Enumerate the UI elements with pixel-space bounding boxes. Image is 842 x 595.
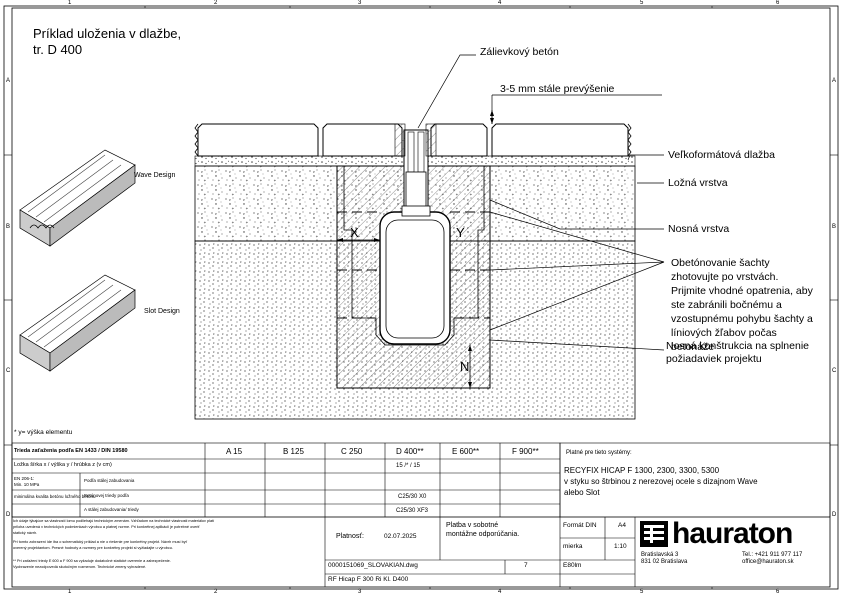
platnost-label: Platnosť:	[336, 533, 364, 540]
table-left-c: minimálna kvalita betónu ložného betónu	[14, 494, 96, 499]
grid-col-4: 4	[498, 0, 502, 6]
disclaimer-line: Pri tomto zobrazení ide iba o schematick…	[13, 540, 188, 544]
table-vyska-label: Ložka šírka x / výška y / hrúbka z (v cm…	[14, 462, 112, 468]
konstrukcia-line: požiadaviek projektu	[666, 353, 762, 365]
wave-design-thumbnail	[19, 149, 136, 247]
obetonovanie-line: zhotovujte po vrstvách.	[671, 271, 779, 283]
mierka-value: 1:10	[614, 543, 627, 550]
grid-col-5-bottom: 5	[640, 589, 644, 595]
dimension-y: Y	[456, 225, 465, 240]
page-number: 7	[524, 562, 528, 569]
class-a15: A 15	[226, 447, 243, 456]
format-label: Formát DIN	[563, 522, 597, 529]
title-line-2: tr. D 400	[33, 42, 83, 57]
grid-row-d: D	[6, 512, 11, 518]
product-code: RF Hicap F 300 Ri Kl. D400	[328, 576, 409, 583]
obetonovanie-line: líniových žľabov počas	[671, 327, 777, 339]
disclaimer-line: Vyobrazenie nezodpovedá skutočným rozmer…	[13, 565, 147, 569]
drawing-code: E80lm	[563, 562, 582, 569]
table-vyska-value: 15 /* / 15	[396, 463, 421, 469]
dimension-x: X	[350, 225, 359, 240]
grid-col-1: 1	[68, 0, 72, 6]
label-lozna-vrstva: Ložná vrstva	[668, 177, 728, 189]
table-row-c-value: C25/30 XF3	[396, 508, 429, 514]
grid-col-6-bottom: 6	[776, 589, 780, 595]
grid-col-2-bottom: 2	[214, 589, 218, 595]
hauraton-logo-icon	[640, 521, 668, 547]
format-value: A4	[618, 522, 626, 529]
table-row-b: Betónovej triedy podľa	[84, 493, 129, 498]
class-c250: C 250	[341, 447, 363, 456]
grid-col-2: 2	[214, 0, 218, 6]
label-prevysenie: 3-5 mm stále prevýšenie	[500, 83, 615, 95]
table-left-b: Min. 10 MPa	[14, 482, 40, 487]
dimension-n: N	[460, 359, 470, 374]
company-contact: office@hauraton.sk	[742, 559, 794, 565]
table-norm: Trieda zaťaženia podľa EN 1433 / DIN 195…	[14, 448, 128, 454]
class-f900: F 900**	[512, 447, 539, 456]
label-slot-design: Slot Design	[144, 308, 180, 315]
disclaimer-line: overený projektantom. Presné hodnoty a r…	[13, 546, 173, 550]
grid-row-b: B	[6, 224, 11, 230]
grid-col-4-bottom: 4	[498, 589, 502, 595]
obetonovanie-line: vzostupnému pohybu šachty a	[671, 313, 813, 325]
grid-col-3-bottom: 3	[358, 589, 362, 595]
table-row-b-value: C25/30 X0	[398, 494, 427, 500]
obetonovanie-line: Obetónovanie šachty	[671, 257, 770, 269]
label-nosna-vrstva: Nosná vrstva	[668, 223, 730, 235]
mierka-label: mierka	[563, 543, 583, 550]
class-d400: D 400**	[396, 447, 424, 456]
platba-line: Platba v sobotné	[446, 522, 499, 529]
grid-col-6: 6	[776, 0, 780, 6]
grid-row-a: A	[6, 78, 11, 84]
label-dlazba: Veľkoformátová dlažba	[668, 149, 775, 161]
grid-col-3: 3	[358, 0, 362, 6]
label-wave-design: Wave Design	[134, 172, 176, 179]
company-addr: 831 02 Bratislava	[641, 559, 688, 565]
leader-lines	[417, 54, 665, 351]
channel-body	[379, 211, 451, 345]
title-line-1: Príklad uloženia v dlažbe,	[33, 26, 182, 41]
grid-col-5: 5	[640, 0, 644, 6]
outer-frame	[3, 5, 839, 590]
table-row-a: Podľa stálej zabudovania	[84, 478, 135, 483]
pavers	[197, 123, 629, 157]
class-b125: B 125	[283, 447, 304, 456]
platne-title: Platné pre tieto systémy:	[566, 450, 632, 456]
grid-row-a-right: A	[832, 78, 837, 84]
footer-lines	[12, 516, 830, 587]
company-addr: Bratislavská 3	[641, 552, 679, 558]
obetonovanie-line: Prijmite vhodné opatrenia, aby	[671, 285, 813, 297]
inner-frame	[11, 7, 831, 588]
table-left-a: EN 206-1:	[14, 476, 35, 481]
platne-line: RECYFIX HICAP F 1300, 2300, 3300, 5300	[564, 466, 720, 475]
disclaimer-line: statický návrh.	[13, 531, 38, 535]
obetonovanie-line: ste zabránili bočnému a	[671, 299, 782, 311]
grid-row-b-right: B	[832, 224, 837, 230]
footnote: * y= výška elementu	[14, 429, 73, 436]
grid-col-1-bottom: 1	[68, 589, 72, 595]
grid-row-c: C	[6, 368, 11, 374]
platne-line: v styku so štrbinou z nerezovej ocele s …	[564, 477, 758, 486]
disclaimer-line: Ich údaje týkajúce sa vlastností lomu po…	[13, 519, 215, 523]
table-row-c: A stálej zabudovania/ triedy	[84, 507, 139, 512]
obetonovanie-line: betonáže	[671, 341, 715, 353]
platba-line: montážne odporúčania.	[446, 531, 520, 538]
company-contact: Tel.: +421 911 977 117	[742, 552, 803, 558]
disclaimer-line: ** Pri zaťažení triedy E 600 a F 900 sa …	[13, 559, 171, 563]
platne-line: alebo Slot	[564, 488, 600, 497]
platnost-value: 02.07.2025	[384, 533, 417, 540]
slot-design-thumbnail	[19, 274, 136, 372]
grid-row-c-right: C	[832, 368, 837, 374]
disclaimer-line: priloha uvedená v technických podmienkac…	[13, 525, 200, 529]
grid-row-d-right: D	[832, 512, 837, 518]
layer-dashed-lines	[337, 211, 490, 319]
class-e600: E 600**	[452, 447, 480, 456]
brand-name: hauraton	[672, 517, 793, 550]
label-zalievkovy-beton: Zálievkový betón	[480, 46, 559, 58]
grid-ticks	[4, 6, 838, 589]
konstrukcia-line: Nosná konštrukcia na splnenie	[666, 340, 810, 352]
drawing-file: 0000151069_SLOVAKIAN.dwg	[328, 562, 418, 569]
